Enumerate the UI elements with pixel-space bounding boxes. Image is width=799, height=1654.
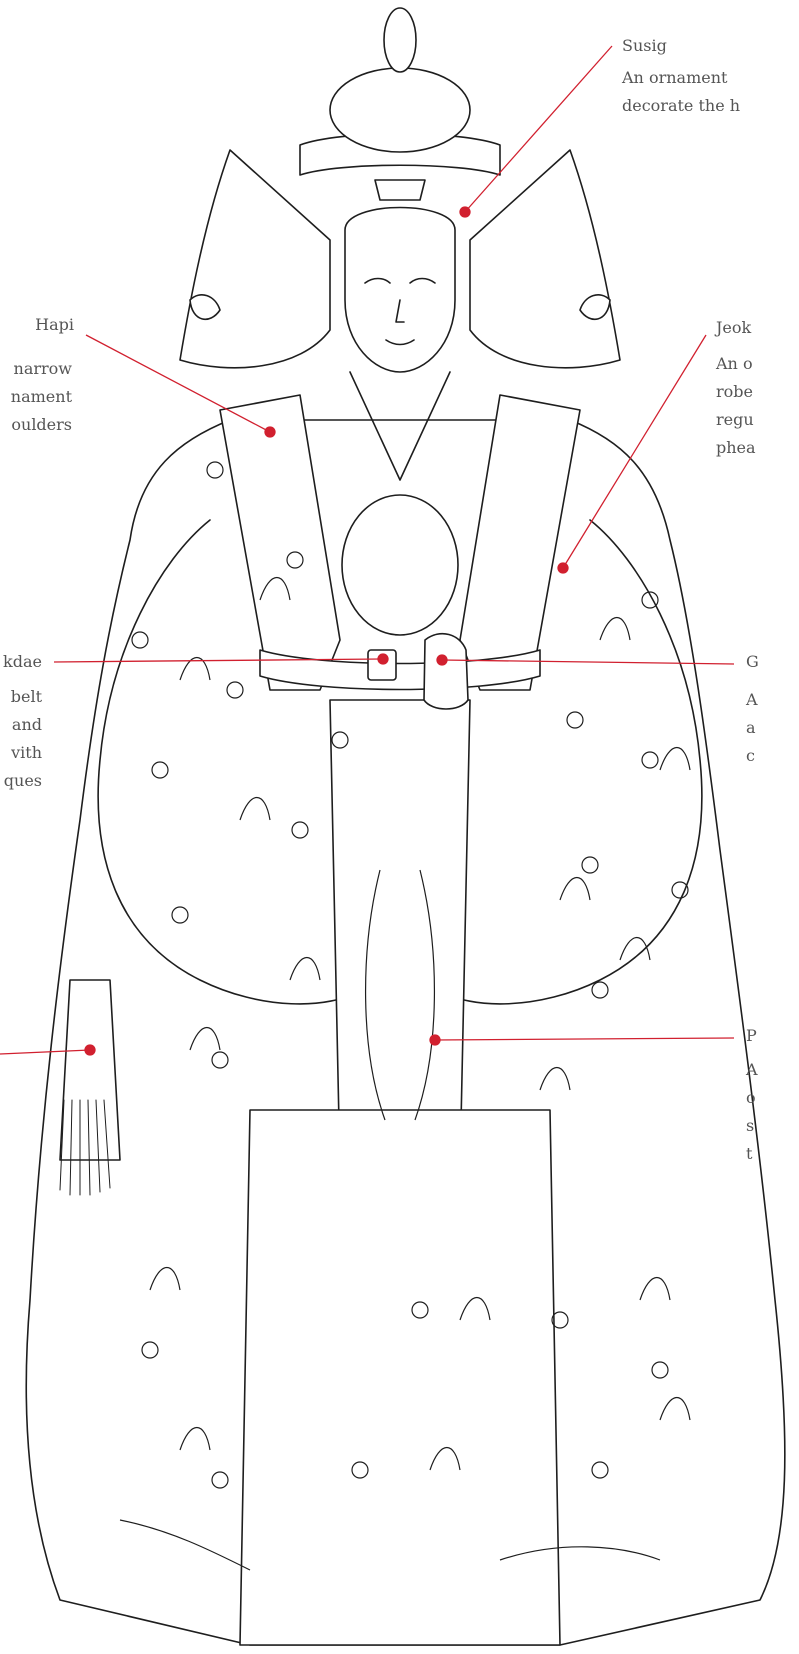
- hapi-title: Hapi: [35, 315, 74, 334]
- veil-right: [470, 150, 620, 368]
- jeok-title: Jeok: [716, 318, 751, 337]
- g-description: A a c: [746, 686, 758, 770]
- headdress-crown: [330, 68, 470, 152]
- jeok-description: An o robe regu phea: [716, 350, 756, 462]
- veil: [180, 150, 330, 368]
- hands: [424, 634, 468, 709]
- chest-medallion: [342, 495, 458, 635]
- okdae-marker: [378, 654, 388, 664]
- susig-marker: [460, 207, 470, 217]
- hapi-marker: [265, 427, 275, 437]
- face: [345, 208, 455, 373]
- g-title: G: [746, 652, 759, 671]
- inner-skirt: [240, 1110, 560, 1645]
- p-title: P: [746, 1026, 757, 1045]
- hapi-description: narrow nament oulders: [11, 355, 72, 439]
- tassel-marker: [85, 1045, 95, 1055]
- p-marker: [430, 1035, 440, 1045]
- okdae-title: kdae: [3, 652, 42, 671]
- susig-title: Susig: [622, 36, 667, 55]
- headdress-ornament: [375, 180, 425, 200]
- jeok-marker: [558, 563, 568, 573]
- headdress-top: [384, 8, 416, 72]
- g-marker: [437, 655, 447, 665]
- p-description: A o s t: [746, 1056, 758, 1168]
- okdae-description: belt and vith ques: [4, 683, 42, 795]
- susig-description: An ornament decorate the h: [622, 64, 740, 120]
- tassel-ornament: [60, 980, 120, 1160]
